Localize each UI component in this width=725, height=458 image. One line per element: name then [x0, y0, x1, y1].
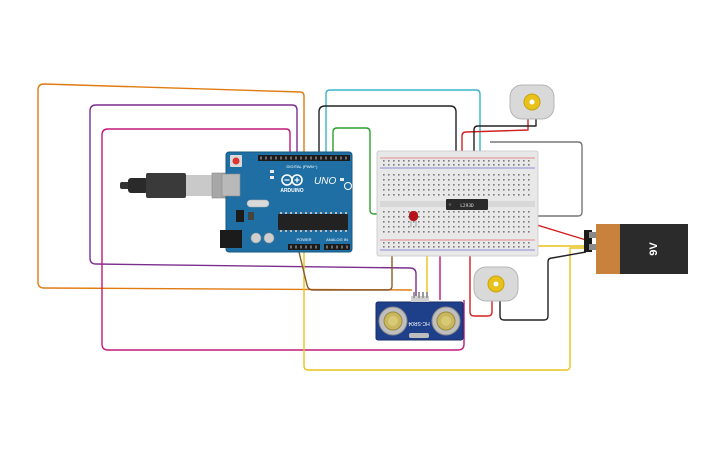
digital-header[interactable] [258, 155, 350, 161]
breadboard-holes[interactable] [383, 160, 530, 248]
sensor-receiver [431, 306, 461, 336]
wire-purple[interactable] [89, 104, 417, 300]
arduino-model-text: UNO [314, 176, 336, 187]
wire-magenta[interactable] [101, 128, 465, 351]
power-header[interactable] [288, 244, 320, 250]
wire-orange[interactable] [37, 83, 413, 291]
dc-power-jack[interactable] [220, 230, 242, 248]
motor-driver-ic[interactable]: L293D [446, 199, 488, 210]
dc-motor-top[interactable] [509, 84, 555, 120]
usb-jack[interactable] [221, 173, 241, 197]
sensor-label: HC-SR04 [408, 320, 430, 326]
usb-cable[interactable] [120, 172, 239, 199]
arduino-logo-text: ARDUINO [280, 188, 303, 194]
chip-pins [280, 212, 347, 232]
wire-cyan[interactable] [325, 89, 481, 200]
sensor-transmitter [378, 306, 408, 336]
wire-brown[interactable] [298, 250, 393, 291]
driver-ic-label: L293D [460, 203, 474, 209]
wire-black-motor-bottom[interactable] [499, 251, 587, 321]
bottom-pins [290, 245, 348, 249]
battery-9v[interactable]: 9V [584, 224, 688, 274]
power-header-label: POWER [296, 237, 311, 242]
ultrasonic-sensor[interactable]: HC-SR04 [375, 292, 464, 341]
dc-motor-bottom[interactable] [473, 266, 519, 302]
sensor-header-pins [413, 292, 428, 298]
wire-red-motor-top[interactable] [461, 118, 529, 200]
wire-yellow-bottom[interactable] [303, 247, 586, 371]
red-led[interactable] [409, 211, 418, 227]
analog-header-label: ANALOG IN [326, 237, 348, 242]
wire-gray[interactable] [490, 141, 583, 217]
arduino-logo-icon [281, 174, 303, 186]
arduino-uno-board[interactable]: DIGITAL (PWM~) ARDUINO UNO [220, 151, 353, 253]
wire-red-motor-bottom[interactable] [469, 250, 493, 317]
atmega-chip [278, 214, 348, 230]
battery-label: 9V [648, 242, 660, 256]
wire-green[interactable] [332, 127, 451, 215]
digital-header-label: DIGITAL (PWM~) [287, 164, 319, 169]
digital-pins [260, 156, 347, 160]
wire-black-motor-top[interactable] [473, 118, 537, 200]
wire-black-top[interactable] [318, 105, 457, 200]
